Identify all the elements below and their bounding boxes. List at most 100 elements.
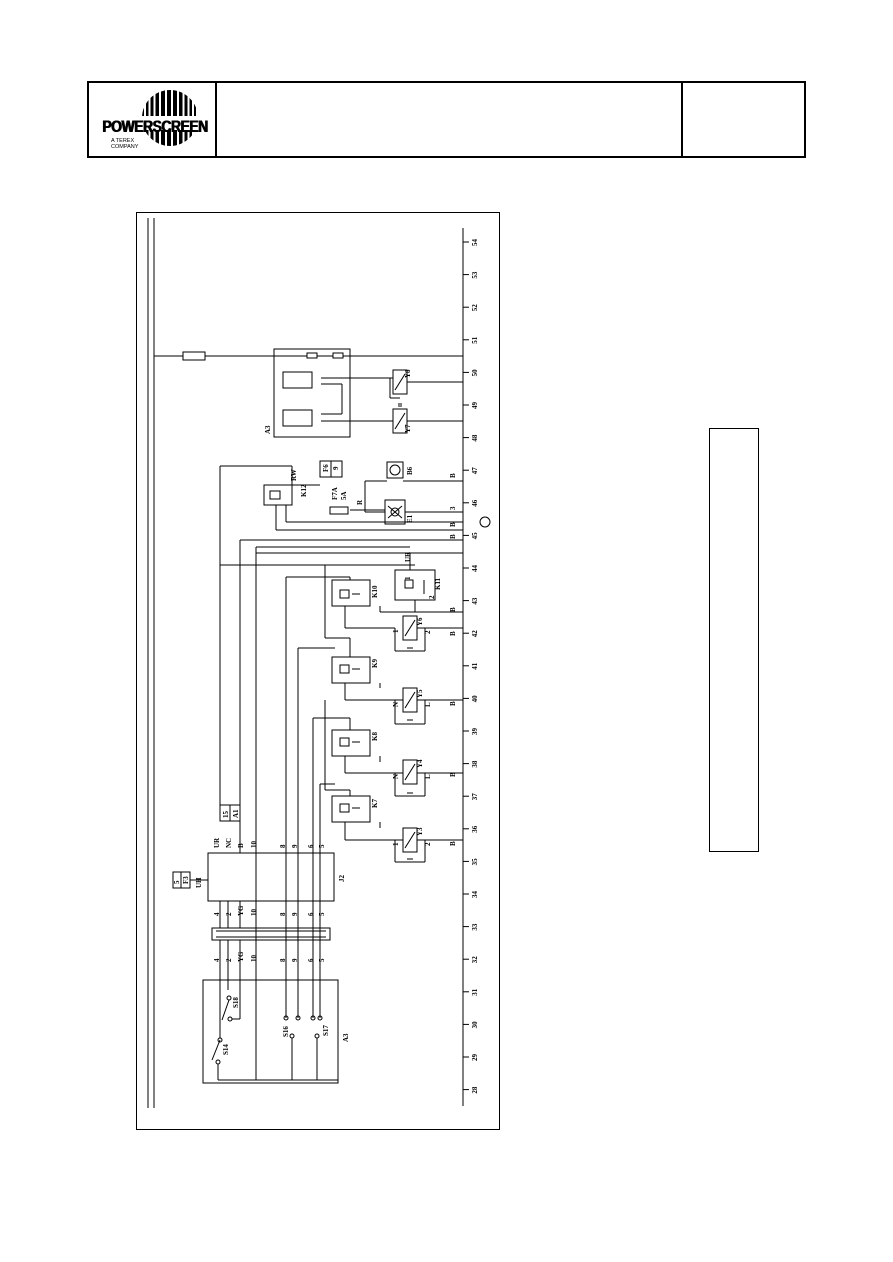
k12-relay-box — [263, 484, 293, 506]
column-number: 51 — [471, 336, 479, 344]
pin-label: 5 — [318, 958, 326, 962]
j2-connector-box — [207, 852, 335, 902]
pin-wires — [219, 901, 321, 1080]
label-b38: B — [449, 772, 457, 777]
logo-tagline-line2: COMPANY — [111, 144, 139, 150]
label-y8: Y8 — [404, 369, 412, 378]
label-y6: Y6 — [416, 617, 424, 626]
label-y5: Y5 — [416, 689, 424, 698]
label-f3-pin: 5 — [173, 880, 181, 884]
label-y6-1: 1 — [392, 629, 400, 633]
column-number: 43 — [471, 597, 479, 605]
label-f6: F6 — [322, 464, 330, 472]
column-number: 29 — [471, 1054, 479, 1062]
a3-top-relay-1 — [282, 371, 313, 389]
b6-horn-icon — [386, 461, 404, 479]
label-f7a: F7A — [331, 487, 339, 500]
label-a3-bottom: A3 — [342, 1033, 350, 1042]
pin-label: 8 — [279, 844, 287, 848]
fuse-small-1-icon — [306, 352, 318, 359]
pin-label: 8 — [279, 958, 287, 962]
title-field — [217, 83, 683, 156]
pin-label: 9 — [291, 912, 299, 916]
label-k11: K11 — [434, 577, 442, 590]
label-b42: B — [449, 631, 457, 636]
label-b35: B — [449, 841, 457, 846]
logo-tagline: A TEREX COMPANY — [111, 138, 138, 150]
column-number: 39 — [471, 728, 479, 736]
column-number: 38 — [471, 760, 479, 768]
column-number: 37 — [471, 793, 479, 801]
fuse-small-2-icon — [332, 352, 344, 359]
column-number: 47 — [471, 467, 479, 475]
pin-label: 4 — [213, 958, 221, 962]
column-number: 45 — [471, 532, 479, 540]
label-s17: S17 — [322, 1025, 330, 1036]
label-a1: A1 — [232, 809, 240, 818]
k11-relay-box — [394, 569, 436, 601]
column-number: 31 — [471, 988, 479, 996]
drawing-frame — [136, 212, 500, 1130]
label-uh: UH — [195, 877, 203, 888]
k9-relay-box — [331, 656, 371, 684]
label-rw: RW — [290, 469, 298, 481]
s16-switch-icon — [283, 1015, 289, 1021]
label-b6: B6 — [406, 466, 414, 475]
pin-label: 10 — [250, 909, 258, 917]
label-y3-2: 2 — [424, 842, 432, 846]
label-f7a-rating: 5A — [340, 491, 348, 500]
logo-disc-icon — [141, 90, 199, 146]
pin-label: 2 — [225, 912, 233, 916]
f7a-fuse-icon — [329, 506, 349, 515]
label-k10: K10 — [371, 585, 379, 598]
pin-label: 8 — [279, 912, 287, 916]
s17-switch-icon — [310, 1015, 316, 1021]
pin-label: 10 — [250, 841, 258, 849]
label-y3: Y3 — [416, 827, 424, 836]
column-number: 41 — [471, 662, 479, 670]
label-n46: 3 — [449, 506, 457, 510]
plug-strip — [211, 927, 331, 941]
label-ur-k11: UR — [404, 551, 412, 562]
label-k11-1: 1 — [404, 576, 412, 580]
label-s18: S18 — [232, 997, 240, 1008]
label-b40: B — [449, 701, 457, 706]
label-y4: Y4 — [416, 759, 424, 768]
label-k8: K8 — [371, 732, 379, 741]
label-a3-top: A3 — [264, 425, 272, 434]
pin-label: 9 — [291, 844, 299, 848]
column-number: 28 — [471, 1086, 479, 1094]
label-j2: J2 — [338, 875, 346, 883]
label-s16: S16 — [282, 1026, 290, 1037]
column-number: 42 — [471, 630, 479, 638]
label-y5-n: N — [392, 702, 400, 707]
title-block: POWERSCREEN A TEREX COMPANY — [87, 81, 806, 158]
label-y4-l: L — [424, 774, 432, 779]
column-number: 46 — [471, 499, 479, 507]
column-number: 54 — [471, 239, 479, 247]
label-e1: E1 — [406, 514, 414, 523]
label-k9: K9 — [371, 659, 379, 668]
side-note-box — [709, 428, 759, 852]
column-number: 40 — [471, 695, 479, 703]
column-number: 50 — [471, 369, 479, 377]
pin-label: 9 — [291, 958, 299, 962]
fuse-icon — [182, 351, 206, 361]
pin-label: B — [237, 843, 245, 848]
column-number: 34 — [471, 891, 479, 899]
pin-label: YG — [237, 951, 245, 962]
column-number: 53 — [471, 271, 479, 279]
pin-label: YG — [237, 905, 245, 916]
pin-label: 5 — [318, 912, 326, 916]
label-y6-2: 2 — [424, 630, 432, 634]
k10-relay-box — [331, 579, 371, 607]
k7-relay-box — [331, 795, 371, 823]
column-ticks: 5453525150494847464544434241403938373635… — [463, 239, 479, 1094]
column-number: 35 — [471, 858, 479, 866]
pin-label: 5 — [318, 844, 326, 848]
label-f3: F3 — [182, 876, 190, 884]
column-number: 44 — [471, 565, 479, 573]
column-number: 32 — [471, 956, 479, 964]
label-y4-n: N — [392, 774, 400, 779]
